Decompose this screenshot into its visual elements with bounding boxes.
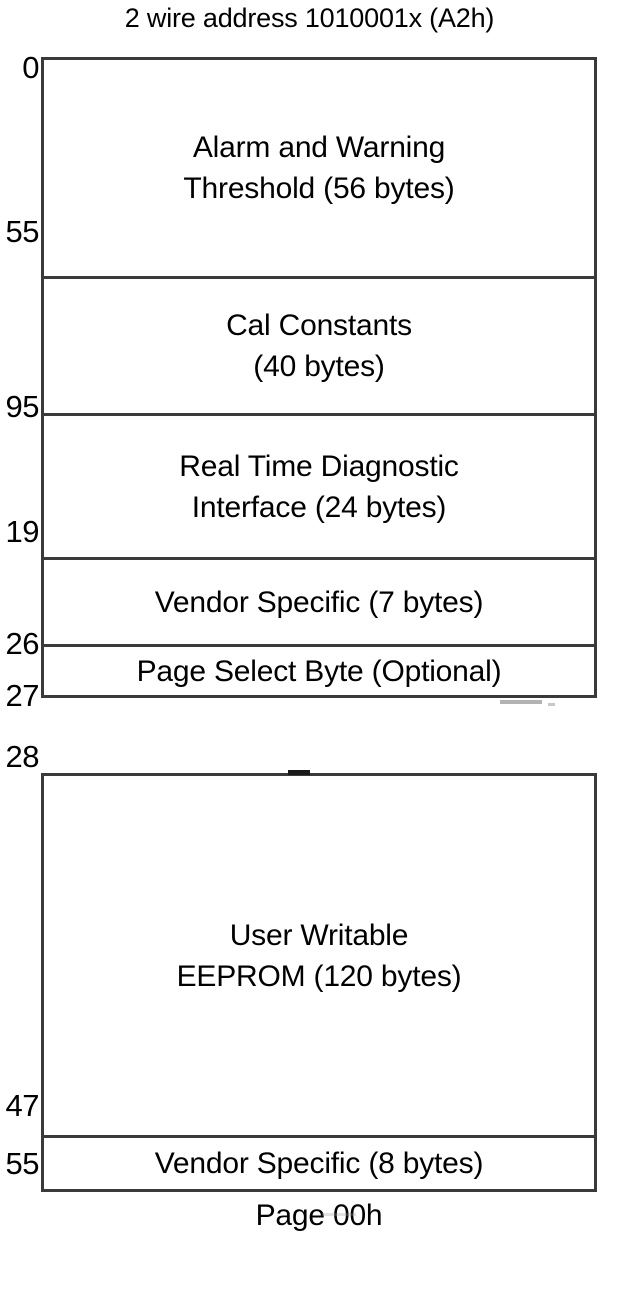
row-label: Vendor Specific (8 bytes) bbox=[154, 1147, 484, 1180]
scan-artifact-mark bbox=[288, 770, 310, 775]
address-label-247: 27 bbox=[5, 678, 40, 713]
address-label-246: 26 bbox=[5, 626, 40, 661]
memory-row-vendor-specific-8: Vendor Specific (8 bytes) bbox=[44, 1138, 594, 1189]
diagram-title: 2 wire address 1010001x (A2h) bbox=[124, 3, 495, 33]
address-label-119: 19 bbox=[5, 514, 40, 549]
address-label-247-lower: 47 bbox=[5, 1088, 40, 1123]
memory-row-real-time-diagnostic-interface: Real Time Diagnostic Interface (24 bytes… bbox=[44, 416, 594, 560]
memory-row-vendor-specific-7: Vendor Specific (7 bytes) bbox=[44, 560, 594, 647]
lower-memory-block: User Writable EEPROM (120 bytes) Vendor … bbox=[41, 773, 597, 1192]
row-label: Real Time Diagnostic Interface (24 bytes… bbox=[179, 449, 459, 524]
row-label: User Writable EEPROM (120 bytes) bbox=[176, 918, 462, 993]
memory-row-page-select-byte: Page Select Byte (Optional) bbox=[44, 647, 594, 695]
address-label-95: 95 bbox=[5, 389, 40, 424]
row-label: Page Select Byte (Optional) bbox=[136, 654, 502, 688]
memory-row-cal-constants: Cal Constants (40 bytes) bbox=[44, 279, 594, 416]
row-label: Alarm and Warning Threshold (56 bytes) bbox=[183, 131, 455, 205]
memory-row-alarm-warning-threshold: Alarm and Warning Threshold (56 bytes) bbox=[44, 60, 594, 279]
page-caption: Page 00h bbox=[255, 1199, 383, 1232]
memory-row-user-writable-eeprom: User Writable EEPROM (120 bytes) bbox=[44, 776, 594, 1138]
scan-artifact-mark bbox=[500, 700, 542, 704]
upper-memory-block: Alarm and Warning Threshold (56 bytes) C… bbox=[41, 57, 597, 698]
row-label: Vendor Specific (7 bytes) bbox=[154, 585, 484, 619]
scan-artifact-mark bbox=[548, 703, 555, 706]
address-label-248: 28 bbox=[5, 739, 40, 774]
address-label-255: 55 bbox=[5, 1146, 40, 1181]
address-label-55: 55 bbox=[5, 214, 40, 249]
address-label-0: 0 bbox=[22, 50, 39, 85]
row-label: Cal Constants (40 bytes) bbox=[226, 309, 412, 383]
scan-artifact-mark bbox=[322, 1213, 356, 1216]
